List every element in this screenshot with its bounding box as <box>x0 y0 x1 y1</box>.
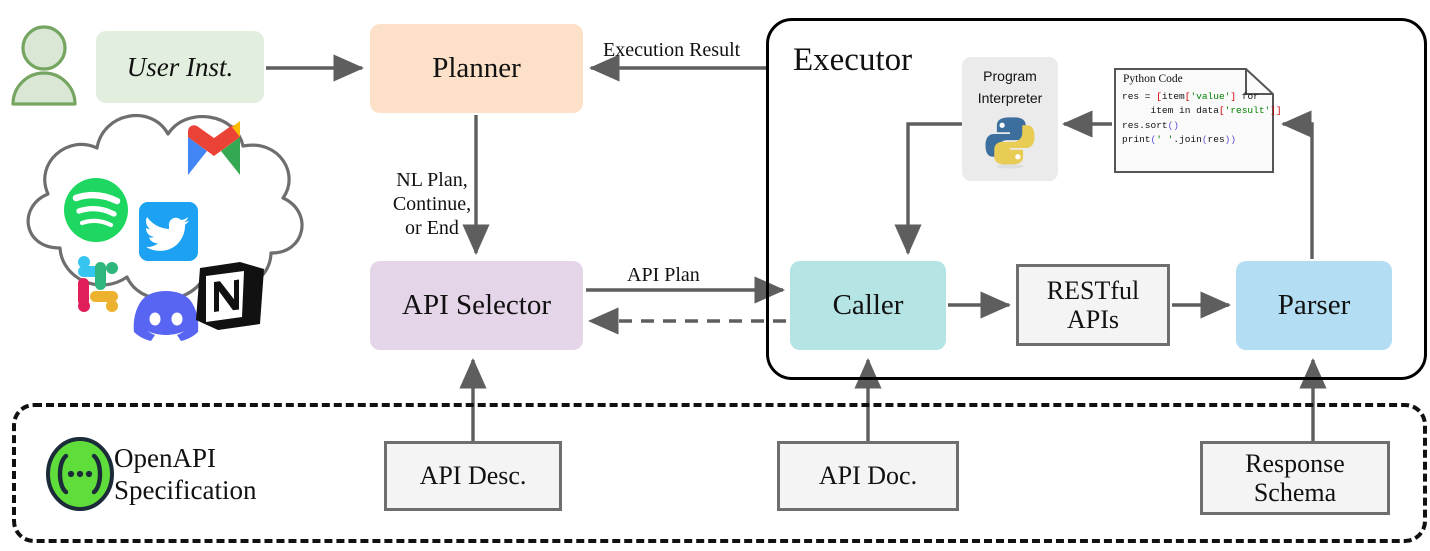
program-interpreter-node[interactable]: Program Interpreter <box>962 57 1058 181</box>
api-desc-box[interactable]: API Desc. <box>384 441 562 511</box>
nl-plan-line3: or End <box>405 217 459 239</box>
planner-node[interactable]: Planner <box>370 24 583 113</box>
user-avatar-icon <box>11 25 77 106</box>
openapi-title-line2: Specification <box>114 474 257 505</box>
executor-title: Executor <box>793 42 913 78</box>
python-code-body: res = [item['value'] for item in data['r… <box>1122 91 1282 146</box>
executor-container <box>766 18 1427 380</box>
python-logo-icon <box>985 117 1035 169</box>
response-schema-line1: Response <box>1245 448 1345 478</box>
openapi-title-line1: OpenAPI <box>114 443 216 473</box>
discord-icon <box>133 291 199 341</box>
openapi-specification-zone <box>12 403 1427 543</box>
program-interpreter-line1: Program <box>983 68 1037 84</box>
api-selector-node[interactable]: API Selector <box>370 261 583 350</box>
edge-label-execution-result: Execution Result <box>603 39 741 61</box>
notion-icon <box>196 262 264 330</box>
user-instruction-box[interactable]: User Inst. <box>96 31 264 103</box>
openapi-specification-title: OpenAPI Specification <box>114 443 256 507</box>
python-code-note: Python Code res = [item['value'] for ite… <box>1114 68 1282 173</box>
restful-apis-line1: RESTful <box>1046 275 1140 305</box>
nl-plan-line2: Continue, <box>392 193 472 215</box>
api-doc-box[interactable]: API Doc. <box>777 441 959 511</box>
nl-plan-line1: NL Plan, <box>396 169 468 191</box>
response-schema-line2: Schema <box>1253 478 1337 507</box>
gmail-icon <box>188 121 240 175</box>
edge-label-api-plan: API Plan <box>627 264 700 286</box>
python-code-note-title: Python Code <box>1123 73 1183 85</box>
python-code-note-shape <box>1114 68 1274 173</box>
restful-apis-box: RESTful APIs <box>1016 264 1170 346</box>
restful-apis-line2: APIs <box>1066 305 1119 334</box>
parser-node[interactable]: Parser <box>1236 261 1392 350</box>
cloud-shape <box>26 114 304 301</box>
response-schema-box[interactable]: Response Schema <box>1200 441 1390 515</box>
spotify-icon <box>64 178 128 242</box>
caller-node[interactable]: Caller <box>790 261 946 350</box>
program-interpreter-line2: Interpreter <box>977 89 1043 106</box>
edge-label-nl-plan: NL Plan, Continue, or End <box>377 168 487 240</box>
slack-icon <box>78 256 118 312</box>
twitter-icon <box>139 202 198 261</box>
